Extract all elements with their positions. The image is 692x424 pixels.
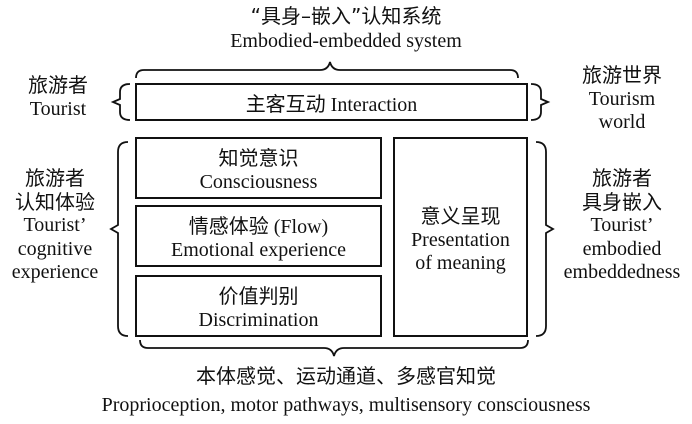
bottom-brace (139, 339, 529, 357)
left-label-cognitive-en-3: experience (11, 261, 99, 284)
consciousness-en: Consciousness (199, 171, 318, 193)
right-label-embodied-cn-2: 具身嵌入 (582, 189, 662, 214)
right-label-embodied-en-1: Tourist’ (590, 214, 654, 237)
meaning-en-2: of meaning (415, 251, 506, 274)
left-label-cognitive: 旅游者 认知体验 Tourist’ cognitive experience (0, 166, 110, 285)
right-label-embodied-en-3: embeddedness (563, 261, 681, 284)
right-label-world: 旅游世界 Tourism world (552, 63, 692, 135)
right-bracket-embodied (535, 141, 555, 337)
left-label-tourist: 旅游者 Tourist (8, 73, 108, 121)
meaning-box: 意义呈现 Presentation of meaning (393, 137, 528, 337)
right-label-world-en-1: Tourism (588, 87, 656, 110)
right-label-embodied-en-2: embodied (582, 237, 662, 260)
right-label-world-cn: 旅游世界 (582, 63, 662, 87)
interaction-box: 主客互动 Interaction (135, 83, 528, 121)
interaction-text: 主客互动 Interaction (245, 93, 418, 116)
discrimination-box: 价值判别 Discrimination (135, 275, 382, 337)
title-en: Embodied-embedded system (230, 30, 462, 52)
emotional-cn: 情感体验 (Flow) (188, 216, 329, 238)
meaning-en-1: Presentation (411, 228, 510, 251)
right-label-world-en-2: world (598, 111, 646, 134)
left-label-cognitive-en-2: cognitive (17, 237, 93, 260)
left-label-tourist-en: Tourist (29, 97, 87, 120)
left-bracket-tourist (110, 83, 131, 121)
meaning-cn: 意义呈现 (420, 203, 501, 228)
title-cn: “具身–嵌入”认知系统 (250, 4, 442, 28)
consciousness-cn: 知觉意识 (218, 146, 299, 170)
right-bracket-world (530, 83, 551, 121)
right-label-embodied: 旅游者 具身嵌入 Tourist’ embodied embeddedness (552, 166, 692, 285)
bottom-label-en: Proprioception, motor pathways, multisen… (101, 394, 591, 416)
emotional-en: Emotional experience (171, 239, 346, 261)
right-label-embodied-cn-1: 旅游者 (592, 166, 652, 190)
consciousness-box: 知觉意识 Consciousness (135, 137, 382, 199)
emotional-box: 情感体验 (Flow) Emotional experience (135, 205, 382, 267)
left-label-cognitive-en-1: Tourist’ (23, 214, 87, 237)
discrimination-en: Discrimination (198, 309, 319, 331)
top-brace (135, 61, 519, 79)
bottom-label-cn: 本体感觉、运动通道、多感官知觉 (196, 364, 496, 388)
left-label-cognitive-cn-1: 旅游者 (25, 166, 85, 190)
discrimination-cn: 价值判别 (218, 284, 299, 308)
left-label-tourist-cn: 旅游者 (28, 73, 88, 97)
left-bracket-cognitive (109, 141, 129, 337)
left-label-cognitive-cn-2: 认知体验 (15, 189, 95, 214)
